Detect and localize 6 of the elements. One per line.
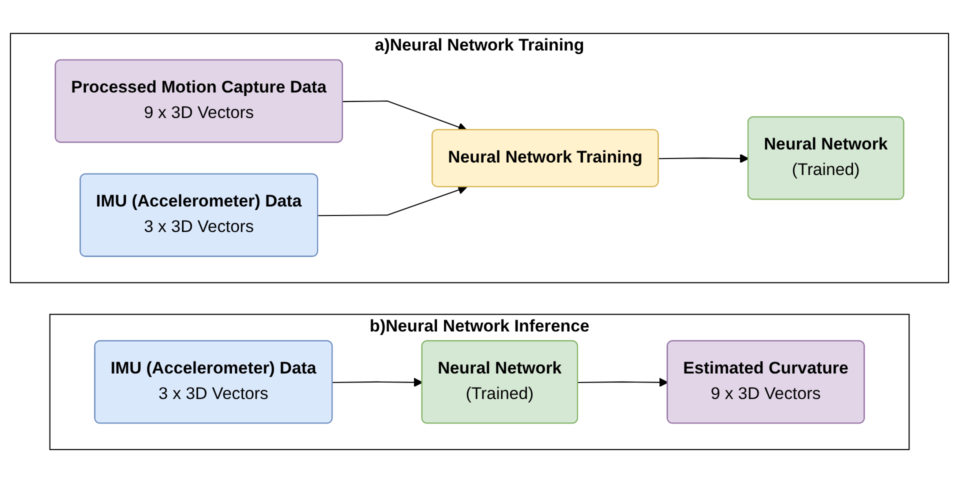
arrow bbox=[658, 154, 749, 164]
arrow bbox=[578, 378, 668, 388]
cluster bbox=[10, 32, 950, 284]
cluster bbox=[49, 314, 910, 450]
arrow bbox=[318, 186, 468, 216]
arrow bbox=[332, 378, 423, 388]
